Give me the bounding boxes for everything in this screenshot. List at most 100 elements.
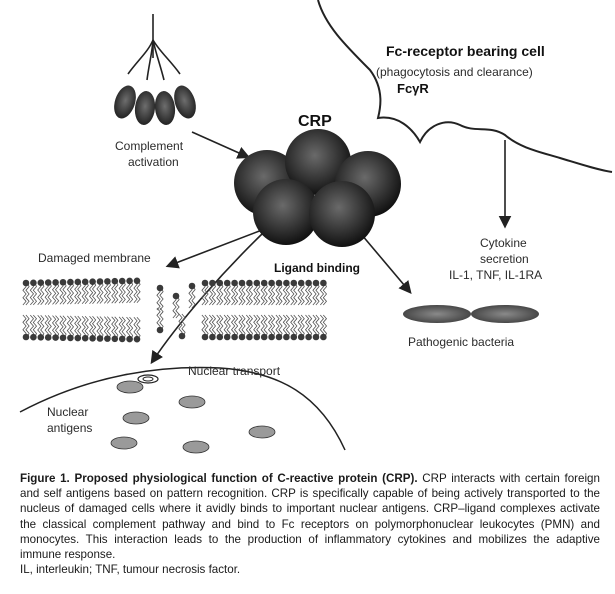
nuclear-antigens-label-line1: Nuclear <box>47 405 88 419</box>
lipid-molecule <box>118 316 126 343</box>
lipid-molecule <box>260 314 268 341</box>
crp-subunit <box>253 179 319 245</box>
lipid-molecule <box>81 315 89 342</box>
crp-label: CRP <box>298 113 332 130</box>
lipid-molecule <box>111 316 119 343</box>
nuclear-antigen <box>178 395 206 409</box>
lipid-molecule <box>312 279 320 306</box>
lipid-molecule <box>223 314 231 341</box>
lipid-molecule <box>238 314 246 341</box>
cytokine-label-line1: Cytokine <box>480 236 527 250</box>
lipid-molecule <box>253 279 261 306</box>
lipid-molecule <box>267 279 276 306</box>
lipid-molecule <box>208 314 217 341</box>
caption-title: Proposed physiological function of C-rea… <box>74 472 418 485</box>
lipid-molecule <box>290 314 298 341</box>
nuclear-antigen <box>110 436 138 450</box>
nuclear-transport-label: Nuclear transport <box>188 364 281 378</box>
lipid-molecule <box>22 279 30 306</box>
nuclear-antigen <box>116 380 144 394</box>
lipid-molecule <box>59 315 67 342</box>
lipid-molecule <box>230 314 239 341</box>
crp-function-diagram: Fc-receptor bearing cell (phagocytosis a… <box>19 0 613 454</box>
lipid-molecule <box>282 279 291 306</box>
lipid-molecule <box>216 279 224 306</box>
lipid-molecule <box>111 277 119 304</box>
lipid-molecule <box>96 316 104 342</box>
fc-gamma-r-label: FcγR <box>397 81 429 96</box>
lipid-molecule <box>304 314 313 341</box>
nuclear-pore <box>137 374 159 384</box>
fc-cell-title: Fc-receptor bearing cell <box>386 43 545 59</box>
lipid-molecule <box>59 278 67 305</box>
arrow-crp-to-membrane <box>165 229 263 269</box>
lipid-molecule <box>125 277 134 304</box>
lipid-molecule <box>275 314 283 341</box>
damaged-lipid-bilayer <box>22 277 328 343</box>
lipid-molecule <box>267 314 276 341</box>
nuclear-antigens-label-line2: antigens <box>47 421 92 435</box>
lipid-molecule <box>297 279 305 306</box>
lipid-molecule <box>172 292 180 319</box>
lipid-molecule <box>133 277 141 304</box>
arrow-crp-to-bacteria <box>355 227 412 294</box>
cytokine-label-line2: secretion <box>480 252 529 266</box>
lipid-molecule <box>201 279 209 306</box>
lipid-molecule <box>245 279 254 306</box>
lipid-molecule <box>51 279 60 305</box>
lipid-molecule <box>96 278 104 304</box>
pathogenic-bacteria-label: Pathogenic bacteria <box>408 335 514 349</box>
complement-label-line2: activation <box>128 155 179 169</box>
lipid-molecule <box>319 279 328 306</box>
fc-cell-subtitle: (phagocytosis and clearance) <box>376 65 533 79</box>
lipid-molecule <box>223 279 231 306</box>
lipid-molecule <box>88 316 97 342</box>
lipid-molecule <box>118 277 126 304</box>
caption-body: CRP interacts with certain foreign and s… <box>20 472 600 562</box>
nuclear-antigen <box>182 440 210 454</box>
lipid-molecule <box>37 279 45 305</box>
lipid-molecule <box>208 279 217 306</box>
lipid-molecule <box>275 279 283 306</box>
lipid-molecule <box>66 315 75 342</box>
crp-pentamer <box>234 129 401 247</box>
lipid-molecule <box>103 316 112 342</box>
complement-c1-icon <box>114 14 196 125</box>
lipid-molecule <box>188 282 196 309</box>
arrow-crp-to-nucleus <box>150 233 263 365</box>
lipid-molecule <box>312 314 320 341</box>
figure-caption: Figure 1. Proposed physiological functio… <box>20 471 600 577</box>
lipid-molecule <box>44 315 52 341</box>
crp-subunit <box>285 129 351 195</box>
lipid-molecule <box>133 316 141 343</box>
lipid-molecule <box>29 314 38 341</box>
lipid-molecule <box>44 279 52 305</box>
lipid-molecule <box>156 307 164 334</box>
lipid-molecule <box>125 316 134 343</box>
lipid-molecule <box>260 279 268 306</box>
nucleus-envelope <box>19 366 346 451</box>
lipid-molecule <box>103 278 112 304</box>
lipid-molecule <box>51 315 60 341</box>
lipid-molecule <box>245 314 254 341</box>
nuclear-antigen <box>248 425 276 439</box>
lipid-molecule <box>88 278 97 304</box>
lipid-molecule <box>74 278 82 305</box>
lipid-molecule <box>290 279 298 306</box>
lipid-molecule <box>178 313 186 340</box>
lipid-molecule <box>282 314 291 341</box>
caption-abbreviations: IL, interleukin; TNF, tumour necrosis fa… <box>20 563 241 577</box>
lipid-molecule <box>230 279 239 306</box>
ligand-binding-label: Ligand binding <box>274 261 360 275</box>
lipid-molecule <box>238 279 246 306</box>
pathogenic-bacteria-icon <box>403 305 539 323</box>
lipid-molecule <box>319 314 328 341</box>
nuclear-antigen <box>122 411 150 425</box>
lipid-molecule <box>29 279 38 306</box>
fc-cell-membrane <box>317 0 613 173</box>
arrow-complement-to-crp <box>191 131 251 159</box>
lipid-molecule <box>22 314 30 341</box>
lipid-molecule <box>74 315 82 342</box>
complement-label-line1: Complement <box>115 139 184 153</box>
